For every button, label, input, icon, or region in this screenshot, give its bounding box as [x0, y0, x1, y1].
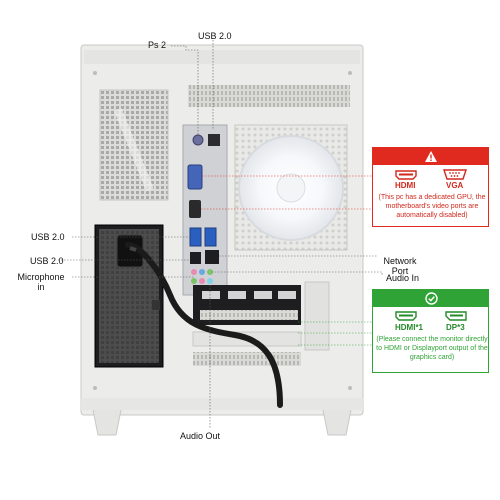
warning-port-hdmi: HDMI — [395, 181, 416, 190]
label-audio-in: Audio In — [386, 273, 420, 283]
warning-note: (This pc has a dedicated GPU, the mother… — [378, 194, 486, 219]
warning-port-vga: VGA — [446, 181, 464, 190]
gpu-port-hdmi: HDMI*1 — [395, 323, 424, 332]
vga-port-icon — [443, 169, 467, 180]
hdmi-port — [189, 200, 201, 218]
label-audio-out: Audio Out — [180, 431, 221, 441]
warning-port-icons: HDMI VGA — [373, 168, 488, 192]
gpu-note: (Please connect the monitor directly to … — [376, 336, 488, 361]
gpu-panel-header — [373, 290, 488, 307]
label-ps2: Ps 2 — [148, 40, 167, 50]
audio-jack-green — [207, 269, 213, 275]
warning-triangle-icon — [425, 151, 437, 162]
gpu-panel: HDMI*1 DP*3 (Please connect the monitor … — [372, 289, 489, 373]
gpu-hdmi-port-icon — [395, 311, 417, 321]
label-network-port: Network Port — [383, 256, 417, 276]
label-usb-top: USB 2.0 — [198, 31, 232, 41]
power-cable — [125, 242, 283, 408]
leader-ps2 — [171, 45, 199, 135]
hdmi-port-icon — [395, 170, 417, 180]
displayport-icon — [445, 311, 467, 321]
warning-panel-header — [373, 148, 488, 165]
top-vent — [188, 85, 350, 107]
label-microphone-in: Microphone in — [17, 272, 65, 292]
usb-port-stack-2 — [190, 252, 201, 264]
psu-switch — [152, 300, 160, 310]
gpu-port-dp: DP*3 — [446, 323, 465, 332]
vga-port — [187, 164, 203, 190]
label-usb-left2: USB 2.0 — [30, 256, 64, 266]
label-usb-left1: USB 2.0 — [31, 232, 65, 242]
ps2-port — [192, 134, 204, 146]
warning-panel: HDMI VGA (This pc has a dedicated GPU, t… — [372, 147, 489, 227]
check-circle-icon — [425, 292, 438, 305]
usb-port-stack-1 — [189, 227, 202, 247]
audio-jack-pink — [191, 269, 197, 275]
audio-jack-blue — [199, 269, 205, 275]
